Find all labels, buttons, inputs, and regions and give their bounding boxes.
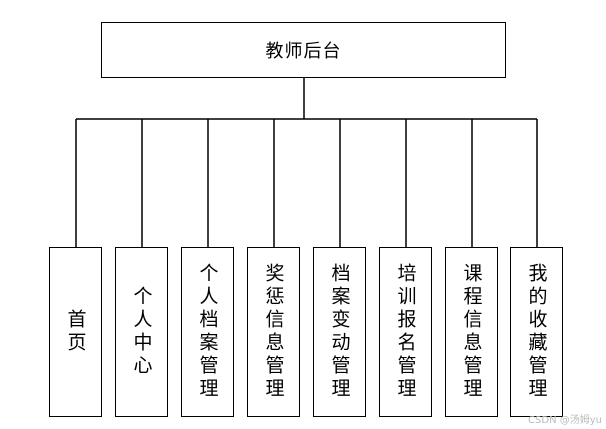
module-label: 档案变动管理 xyxy=(328,263,351,401)
module-label: 首页 xyxy=(64,309,87,355)
module-node-rewards-penalties: 奖惩信息管理 xyxy=(247,247,300,417)
module-label: 个人档案管理 xyxy=(196,263,219,401)
module-label: 我的收藏管理 xyxy=(525,263,548,401)
module-label: 课程信息管理 xyxy=(460,263,483,401)
module-label: 奖惩信息管理 xyxy=(262,263,285,401)
watermark: CSDN @汤姆yu xyxy=(528,415,602,426)
module-label: 培训报名管理 xyxy=(394,263,417,401)
root-label: 教师后台 xyxy=(265,41,342,62)
module-node-training-signup: 培训报名管理 xyxy=(379,247,432,417)
module-node-home: 首页 xyxy=(49,247,102,417)
module-node-archive-changes: 档案变动管理 xyxy=(313,247,366,417)
module-node-my-favorites: 我的收藏管理 xyxy=(510,247,563,417)
module-node-course-info: 课程信息管理 xyxy=(445,247,498,417)
module-node-personal-center: 个人中心 xyxy=(115,247,168,417)
module-label: 个人中心 xyxy=(130,286,153,378)
module-node-personal-archive: 个人档案管理 xyxy=(181,247,234,417)
root-node: 教师后台 xyxy=(101,22,506,78)
